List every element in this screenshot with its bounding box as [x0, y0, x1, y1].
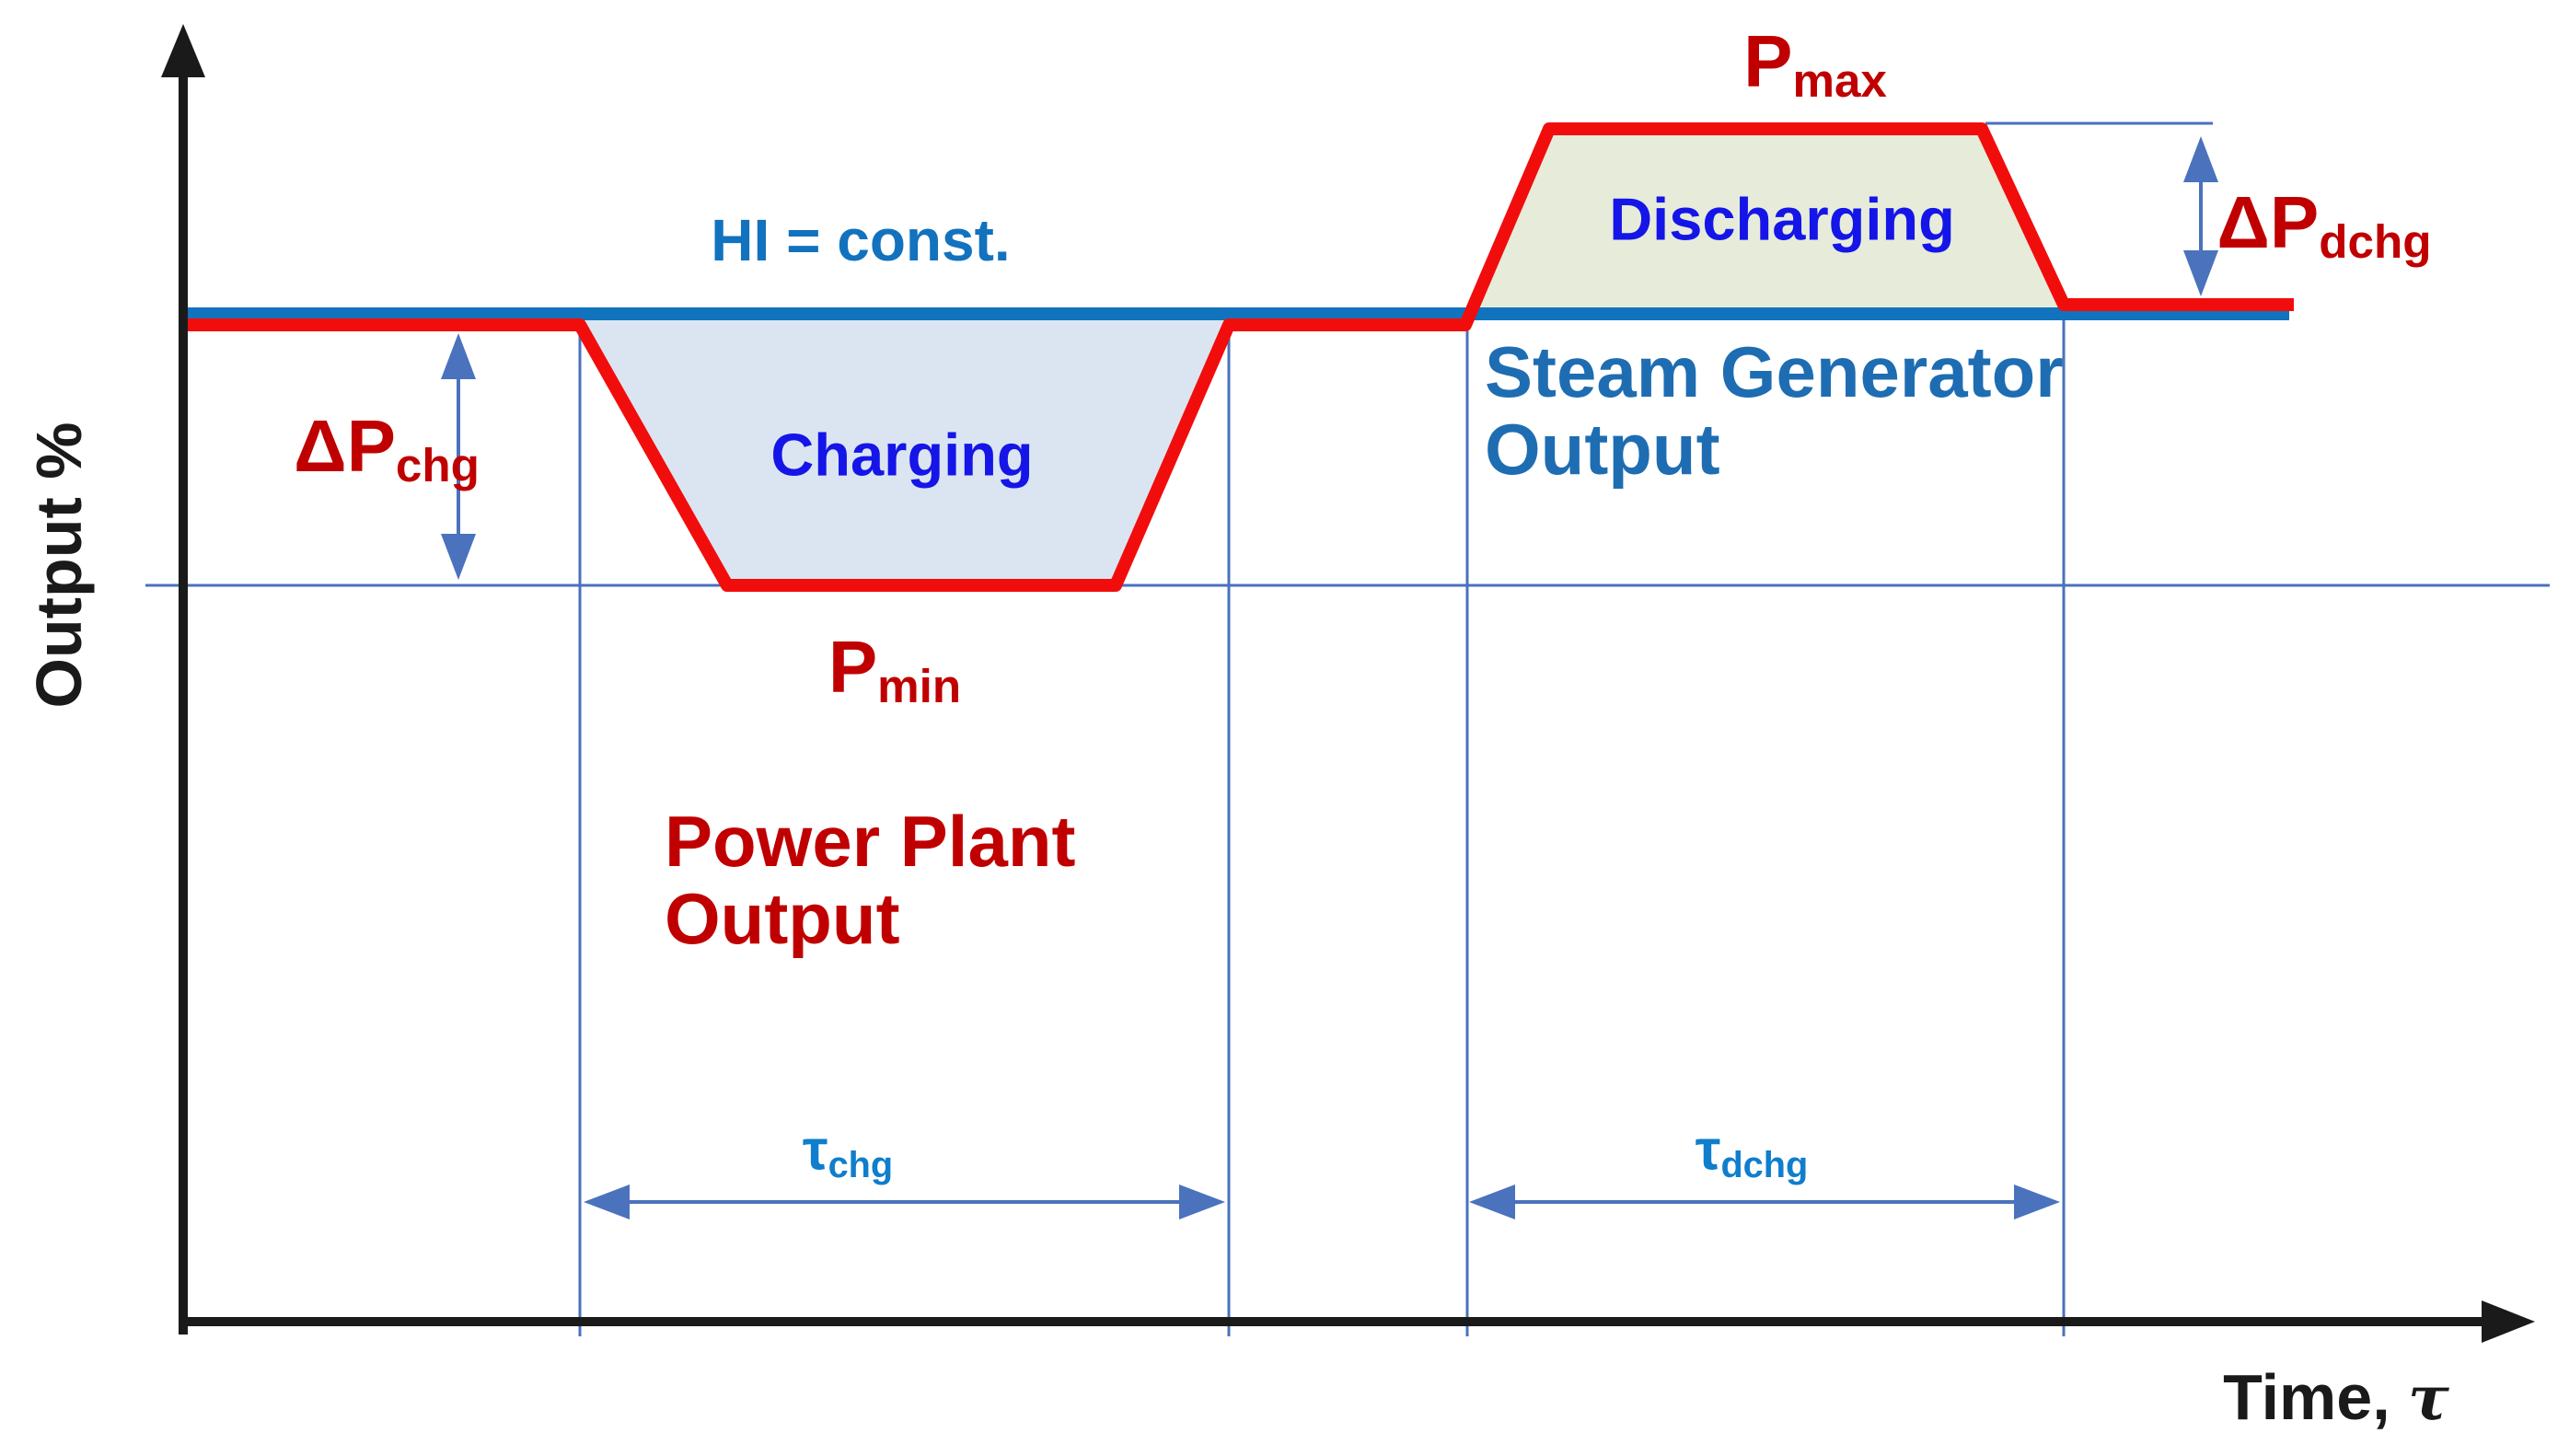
charging-zone-fill	[580, 318, 1229, 585]
dp-chg-arrowhead-up	[441, 333, 476, 379]
power-plant-output-curve	[183, 122, 2294, 592]
y-axis-arrowhead	[161, 24, 205, 77]
pmin-label: Pmin	[828, 625, 962, 713]
dp-dchg-arrowhead-down	[2183, 250, 2218, 296]
x-axis-label-text: Time,	[2223, 1361, 2390, 1433]
y-axis-label: Output %	[23, 422, 95, 709]
discharging-label: Discharging	[1609, 185, 1955, 253]
pmax-label: Pmax	[1743, 19, 1887, 108]
tau-dchg-arrowhead-right	[2014, 1184, 2060, 1219]
tau-chg-arrowhead-left	[584, 1184, 630, 1219]
tau-chg-label: τchg	[802, 1118, 894, 1186]
x-axis-tau-symbol: τ	[2408, 1362, 2449, 1434]
tau-chg-arrow	[584, 1184, 1225, 1219]
tau-chg-arrowhead-right	[1179, 1184, 1225, 1219]
x-axis-arrowhead	[2482, 1300, 2535, 1343]
tau-dchg-arrow	[1469, 1184, 2060, 1219]
x-axis-label: Time, τ	[2223, 1365, 2449, 1429]
dp-dchg-label: ΔPdchg	[2217, 180, 2432, 269]
dp-dchg-arrow	[2183, 136, 2218, 296]
tau-dchg-label: τdchg	[1695, 1118, 1809, 1186]
dp-chg-arrow	[441, 333, 476, 580]
hi-const-label: HI = const.	[711, 207, 1011, 273]
charging-label: Charging	[770, 421, 1034, 489]
tau-dchg-arrowhead-left	[1469, 1184, 1515, 1219]
dp-dchg-arrowhead-up	[2183, 136, 2218, 182]
dp-chg-label: ΔPchg	[294, 404, 480, 492]
discharging-zone-fill	[1467, 133, 2064, 314]
dp-chg-arrowhead-down	[441, 534, 476, 580]
